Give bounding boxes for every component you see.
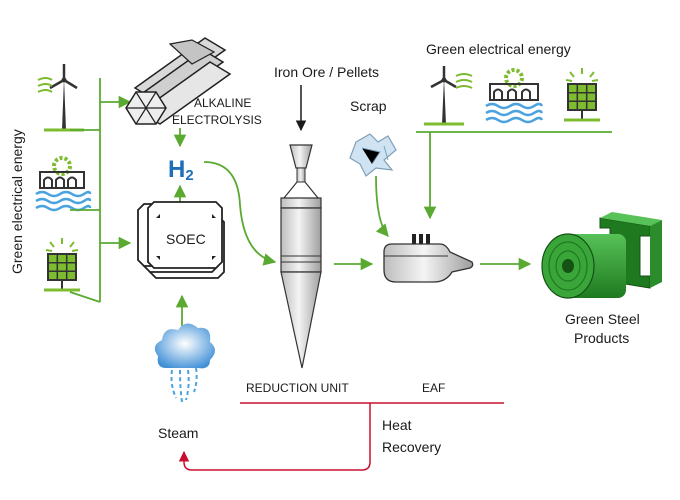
- green-steel-label-line2: Products: [574, 330, 629, 346]
- steam-label: Steam: [158, 425, 198, 441]
- hydro-power-icon: [35, 156, 92, 212]
- soec-label: SOEC: [166, 231, 206, 247]
- iron-ore-label: Iron Ore / Pellets: [274, 64, 379, 80]
- alkaline-label-line2: ELECTROLYSIS: [172, 113, 262, 127]
- heat-label-line2: Recovery: [382, 439, 441, 455]
- scrap-label: Scrap: [350, 98, 387, 114]
- reduction-unit-label: REDUCTION UNIT: [246, 381, 349, 395]
- eaf-label: EAF: [422, 381, 445, 395]
- scrap-metal-icon: [349, 133, 397, 177]
- electrolysis-tubes-icon: [125, 37, 232, 125]
- eaf-furnace-icon: [383, 234, 474, 283]
- green-steel-label-line1: Green Steel: [565, 311, 640, 327]
- solar-panel-icon: [44, 238, 80, 292]
- steel-coil-icon: [541, 212, 662, 299]
- heat-label-line1: Heat: [382, 417, 412, 433]
- reduction-shaft-icon: [280, 144, 322, 369]
- wind-turbine-icon: [37, 64, 84, 132]
- green-energy-left-label: Green electrical energy: [9, 129, 25, 274]
- hydro-power-icon-top: [485, 68, 544, 124]
- soec-stack-icon: [137, 201, 225, 279]
- h2-subscript: 2: [185, 167, 193, 184]
- steam-cloud-icon: [154, 323, 215, 403]
- h2-letter: H: [168, 156, 185, 183]
- alkaline-label-line1: ALKALINE: [194, 96, 251, 110]
- wind-turbine-icon-top: [424, 66, 473, 126]
- h2-label: H2: [168, 156, 194, 184]
- solar-panel-icon-top: [564, 68, 600, 122]
- green-energy-top-label: Green electrical energy: [426, 41, 571, 57]
